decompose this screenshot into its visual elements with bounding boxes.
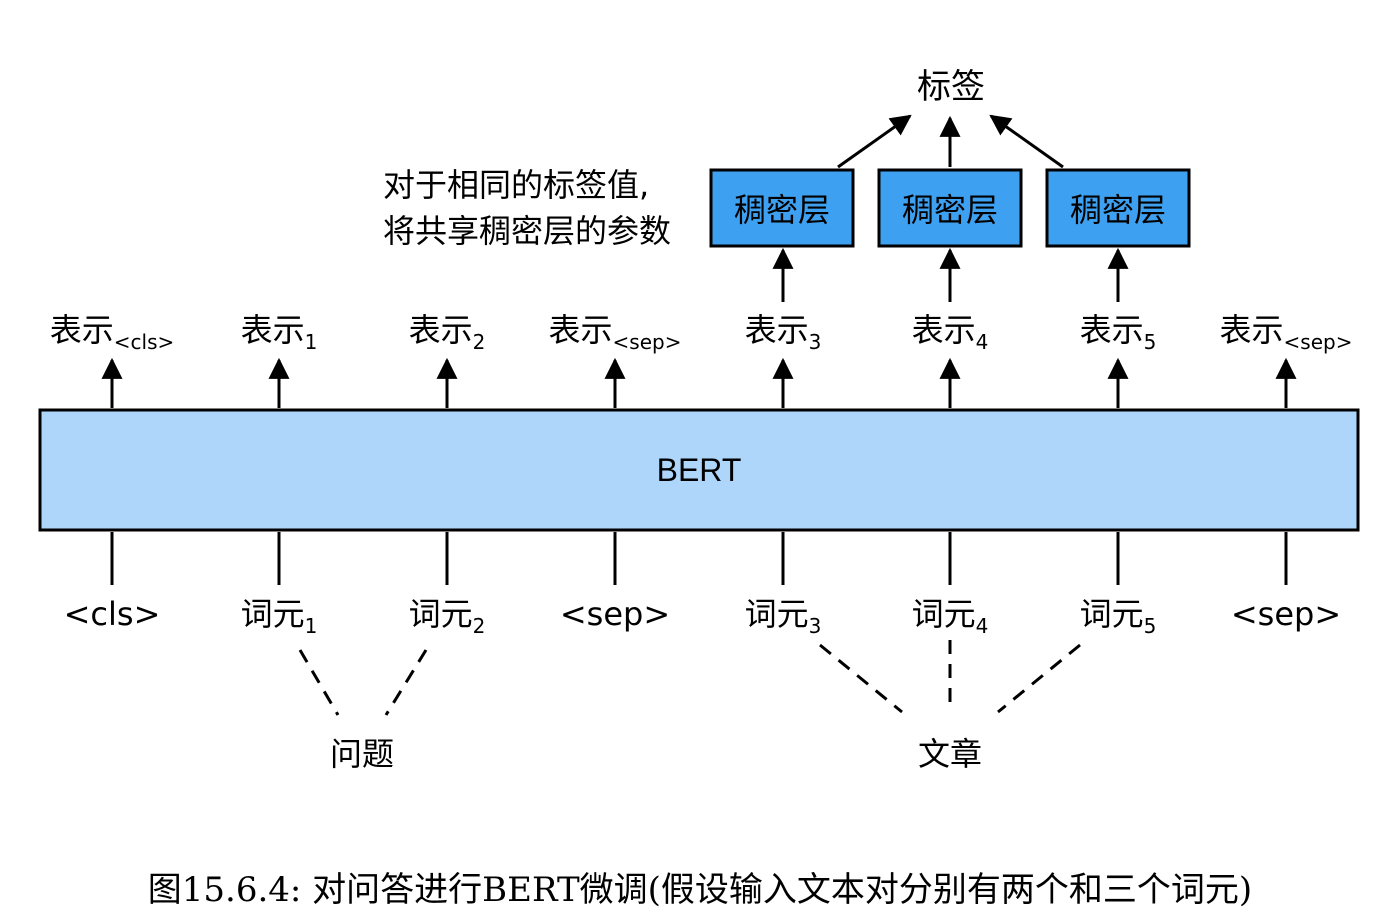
dense-layer-label-3: 稠密层 [1069,191,1166,229]
token-label-5: 词元5 [1079,595,1157,638]
group-line-q2 [384,649,428,716]
rep-label-5: 表示5 [1079,311,1157,354]
rep-label-cls: 表示<cls> [49,311,175,354]
group-line-q1 [298,649,340,716]
dense-layer-label-1: 稠密层 [733,191,830,229]
rep-label-sep: 表示<sep> [548,311,682,354]
token-label-4: 词元4 [911,595,989,638]
figure-caption: 图15.6.4: 对问答进行BERT微调(假设输入文本对分别有两个和三个词元) [147,870,1253,910]
rep-label-3: 表示3 [744,311,822,354]
rep-label-1: 表示1 [240,311,318,354]
token-label-1: 词元1 [240,595,318,638]
label-top: 标签 [917,67,985,107]
note-line-1: 对于相同的标签值, [383,166,650,204]
dense-layer-box-2 [877,168,1023,248]
group-label-question: 问题 [329,735,395,773]
dense-layer-box-1 [709,168,855,248]
rep-label-2: 表示2 [408,311,486,354]
bert-label: BERT [656,451,742,488]
token-label-sep-2: <sep> [1230,595,1342,633]
bert-box [38,408,1360,532]
arrow-label-3 [989,114,1064,169]
token-label-cls: <cls> [63,595,161,633]
arrow-label-1 [837,114,912,169]
group-line-p3 [997,643,1081,714]
token-label-sep: <sep> [559,595,671,633]
rep-label-4: 表示4 [911,311,989,354]
token-label-3: 词元3 [744,595,822,638]
group-line-p1 [819,643,903,714]
rep-label-sep-2: 表示<sep> [1219,311,1353,354]
group-label-passage: 文章 [917,735,983,773]
note-line-2: 将共享稠密层的参数 [383,212,672,250]
dense-layer-label-2: 稠密层 [901,191,998,229]
token-label-2: 词元2 [408,595,486,638]
dense-layer-box-3 [1045,168,1191,248]
